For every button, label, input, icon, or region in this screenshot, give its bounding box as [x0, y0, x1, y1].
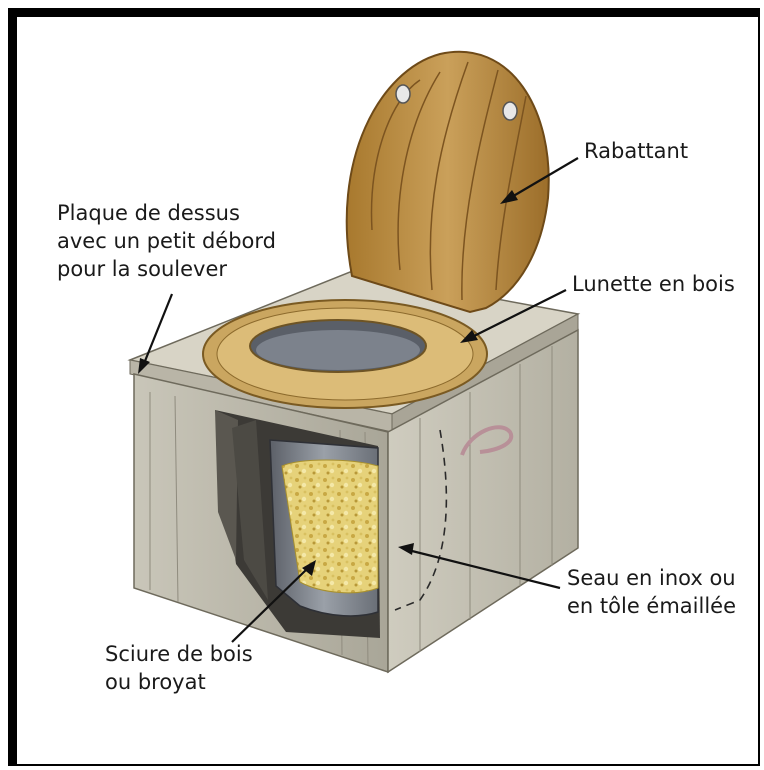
- label-plaque-line-1: Plaque de dessus: [57, 201, 240, 225]
- lid: [345, 50, 550, 314]
- arrowhead-lunette: [460, 330, 478, 343]
- label-seau: Seau en inox ou en tôle émaillée: [567, 564, 736, 620]
- label-plaque-line-3: pour la soulever: [57, 257, 228, 281]
- label-plaque-line-2: avec un petit débord: [57, 229, 276, 253]
- arrow-plaque: [141, 293, 174, 367]
- label-seau-line-1: Seau en inox ou: [567, 566, 736, 590]
- box-side: [387, 328, 579, 674]
- arrowhead-sciure: [302, 560, 316, 576]
- label-sciure: Sciure de bois ou broyat: [105, 640, 253, 696]
- label-plaque: Plaque de dessus avec un petit débord po…: [57, 199, 276, 283]
- arrowhead-seau: [398, 543, 414, 555]
- arrow-rabattant: [509, 157, 579, 199]
- label-rabattant-text: Rabattant: [584, 139, 689, 163]
- arrow-sciure: [231, 567, 309, 643]
- arrow-lunette: [469, 289, 567, 339]
- seat-ring: [202, 299, 488, 409]
- label-sciure-line-1: Sciure de bois: [105, 642, 253, 666]
- label-rabattant: Rabattant: [584, 137, 688, 165]
- label-seau-line-2: en tôle émaillée: [567, 594, 737, 618]
- label-lunette-text: Lunette en bois: [572, 272, 735, 296]
- leader-lines: [138, 157, 579, 643]
- label-sciure-line-2: ou broyat: [105, 670, 206, 694]
- bucket: [269, 439, 379, 617]
- arrow-seau: [407, 548, 561, 590]
- arrowhead-plaque: [138, 358, 150, 374]
- label-lunette: Lunette en bois: [572, 270, 735, 298]
- arrowhead-rabattant: [500, 190, 518, 204]
